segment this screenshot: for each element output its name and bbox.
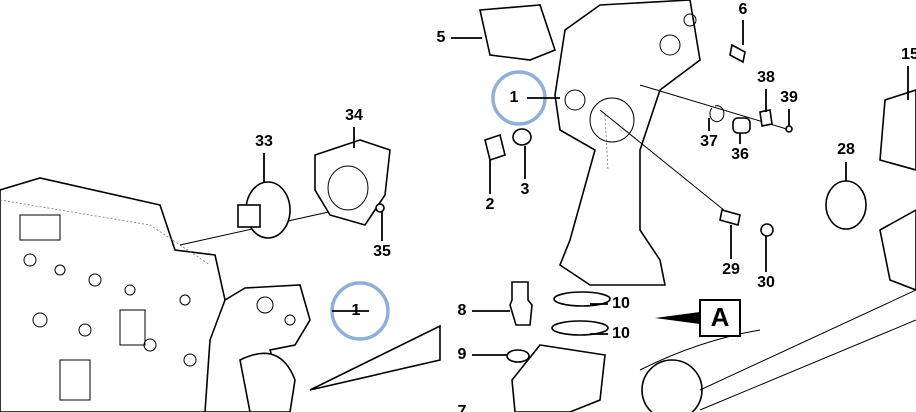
callout-34: 34 [345, 107, 363, 124]
callout-6: 6 [739, 1, 748, 18]
small-parts-top [484, 43, 916, 291]
view-a-label: A [711, 302, 730, 332]
callout-29: 29 [722, 261, 740, 278]
engine-block [0, 177, 226, 412]
leader-lines [263, 20, 909, 356]
callout-15: 15 [901, 46, 916, 63]
callout-33: 33 [255, 133, 273, 150]
callout-1-bottom: 1 [352, 302, 361, 319]
callout-2: 2 [486, 196, 495, 213]
callout-10-upper: 10 [612, 295, 630, 312]
part-33-thermostat [237, 181, 291, 239]
view-a-wedge [309, 324, 441, 391]
callout-38: 38 [757, 69, 775, 86]
callout-8: 8 [458, 302, 467, 319]
callout-37: 37 [700, 133, 718, 150]
part-1-coolant-pipe-housing [479, 0, 791, 286]
callout-35: 35 [373, 243, 391, 260]
callout-28: 28 [837, 141, 855, 158]
callout-7: 7 [458, 403, 467, 412]
lower-parts [309, 281, 916, 412]
callout-1-top: 1 [510, 89, 519, 106]
callout-39: 39 [780, 89, 798, 106]
view-a-marker: A [699, 299, 741, 337]
part-34-cover [314, 139, 391, 226]
callout-30: 30 [757, 274, 775, 291]
thermostat-housing-installed [204, 284, 311, 412]
callout-36: 36 [731, 146, 749, 163]
callout-5: 5 [437, 29, 446, 46]
callout-9: 9 [458, 346, 467, 363]
callout-3: 3 [521, 181, 530, 198]
callout-10-lower: 10 [612, 325, 630, 342]
part-35-bolt [375, 203, 385, 213]
